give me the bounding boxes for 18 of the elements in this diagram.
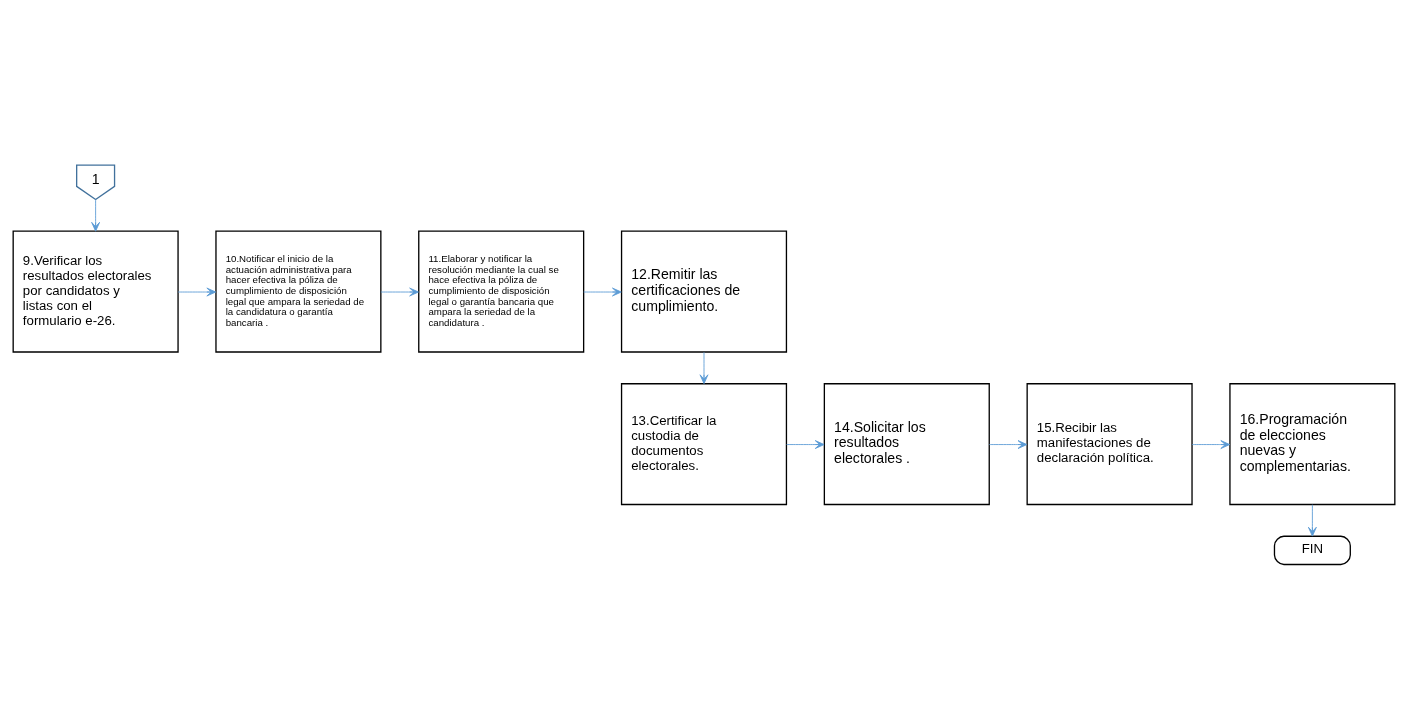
node-box: 11.Elaborar y notificar la resolución mediante la cual se hace efectiva la póliza de cumplimiento de disposición legal o garantía bancaria que ampara la seriedad de la candidatura . (418, 230, 585, 353)
arrow (1308, 504, 1317, 537)
arrow (699, 351, 709, 385)
node-box: 15.Recibir las manifestaciones de declaración política. (1026, 383, 1193, 506)
node-box: 10.Notificar el inicio de la actuación administrativa para hacer efectiva la póliza de cumplimiento de disposición legal que ampara la seriedad de la candidatura o garantía bancaria . (215, 230, 382, 353)
arrow (786, 440, 825, 449)
node-box: 9.Verificar los resultados electorales por candidatos y listas con el formulario e-26. (12, 230, 179, 353)
node-box: FIN (1273, 535, 1351, 566)
node-box: 12.Remitir las certificaciones de cumplimiento. (620, 230, 788, 353)
arrow (380, 287, 419, 297)
arrow (1191, 440, 1231, 449)
node-box: 13.Certificar la custodia de documentos electorales. (620, 383, 788, 506)
arrow (988, 440, 1028, 449)
arrow (583, 287, 622, 297)
arrow (177, 287, 217, 297)
arrow (91, 199, 100, 232)
node-box: 16.Programación de elecciones nuevas y complementarias. (1229, 383, 1396, 506)
node-box: 14.Solicitar los resultados electorales . (823, 383, 990, 506)
